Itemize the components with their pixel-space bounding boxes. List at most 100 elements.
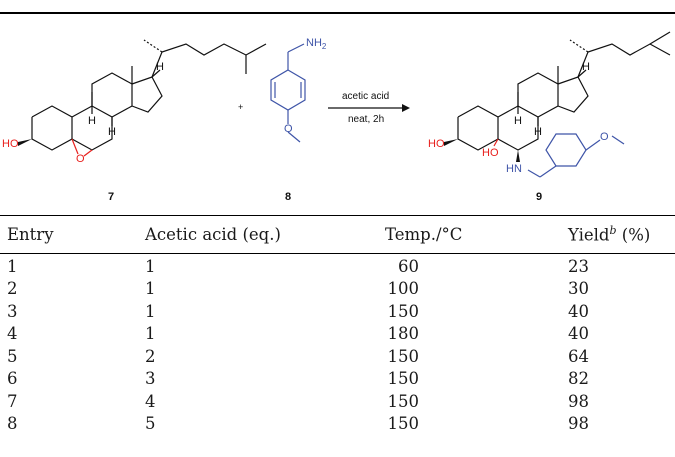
- epoxide-7: [71, 138, 93, 157]
- label-compound-8: 8: [285, 191, 291, 203]
- reaction-scheme: HO O H H H + NH2 O acetic acid neat, 2h …: [2, 31, 671, 203]
- acid-eq-cell-value: 4: [145, 391, 156, 411]
- o-label-7: O: [76, 153, 85, 165]
- acid-eq-cell: 1: [145, 251, 385, 278]
- acid-eq-cell: 5: [145, 413, 385, 436]
- temp-cell: 150: [385, 368, 568, 391]
- temp-cell-value: 150: [387, 369, 420, 389]
- amine-8-structure: [270, 43, 306, 143]
- entry-cell-value: 5: [7, 346, 18, 366]
- temp-cell-value: 150: [387, 346, 420, 366]
- temp-cell-value: 150: [387, 301, 420, 321]
- table-row: 1 1 60 23: [0, 251, 675, 278]
- o-label-8: O: [284, 123, 293, 135]
- header-temp: Temp./°C: [385, 225, 463, 244]
- yield-cell: 98: [568, 413, 675, 436]
- temp-cell-value: 180: [387, 324, 420, 344]
- header-yield: Yieldb (%): [568, 224, 651, 245]
- yield-cell-value: 40: [568, 324, 589, 344]
- temp-cell: 100: [385, 278, 568, 301]
- temp-cell: 60: [385, 251, 568, 278]
- ho-label-9b: HO: [482, 147, 499, 159]
- ho-label-9: HO: [428, 138, 445, 150]
- yield-cell: 30: [568, 278, 675, 301]
- header-acid: Acetic acid (eq.): [145, 225, 281, 244]
- entry-cell: 3: [0, 300, 145, 323]
- yield-cell-value: 98: [568, 414, 589, 434]
- header-top-rule: [0, 215, 675, 216]
- plus-sign: +: [238, 102, 243, 112]
- table-row: 5 2 150 64: [0, 345, 675, 368]
- yield-cell-value: 40: [568, 301, 589, 321]
- results-table: Entry Acetic acid (eq.) Temp./°C Yieldb …: [0, 218, 675, 435]
- table-header-row: Entry Acetic acid (eq.) Temp./°C Yieldb …: [0, 218, 675, 251]
- label-compound-7: 7: [108, 191, 114, 203]
- top-rule: [0, 12, 675, 14]
- yield-cell: 40: [568, 323, 675, 346]
- entry-cell-value: 6: [7, 369, 18, 389]
- temp-cell: 150: [385, 300, 568, 323]
- acid-eq-cell: 3: [145, 368, 385, 391]
- temp-cell: 180: [385, 323, 568, 346]
- reagent-line1: acetic acid: [342, 91, 389, 102]
- entry-cell-value: 3: [7, 301, 18, 321]
- table-row: 3 1 150 40: [0, 300, 675, 323]
- header-bottom-rule: [0, 253, 675, 254]
- entry-cell: 5: [0, 345, 145, 368]
- temp-cell: 150: [385, 390, 568, 413]
- yield-cell-value: 64: [568, 346, 589, 366]
- entry-cell-value: 7: [7, 391, 18, 411]
- h-label-9b: H: [514, 115, 522, 127]
- h-label-9a: H: [582, 61, 590, 73]
- yield-cell: 40: [568, 300, 675, 323]
- steroid-7-skeleton: [31, 39, 267, 151]
- nh2-label-8: NH2: [306, 37, 327, 51]
- h-label-7a: H: [156, 61, 164, 73]
- header-entry: Entry: [7, 225, 54, 244]
- hn-label-9: HN: [506, 163, 522, 175]
- temp-cell-value: 150: [387, 391, 420, 411]
- temp-cell: 150: [385, 413, 568, 436]
- acid-eq-cell: 1: [145, 278, 385, 301]
- entry-cell-value: 1: [7, 256, 18, 276]
- entry-cell-value: 4: [7, 324, 18, 344]
- h-label-7c: H: [108, 126, 116, 138]
- yield-cell: 82: [568, 368, 675, 391]
- yield-cell-value: 98: [568, 391, 589, 411]
- entry-cell: 8: [0, 413, 145, 436]
- acid-eq-cell-value: 2: [145, 346, 156, 366]
- acid-eq-cell-value: 1: [145, 256, 156, 276]
- label-compound-9: 9: [536, 191, 542, 203]
- acid-eq-cell-value: 1: [145, 301, 156, 321]
- acid-eq-cell-value: 1: [145, 279, 156, 299]
- yield-cell: 64: [568, 345, 675, 368]
- table-row: 4 1 180 40: [0, 323, 675, 346]
- acid-eq-cell: 1: [145, 323, 385, 346]
- entry-cell: 6: [0, 368, 145, 391]
- temp-cell: 150: [385, 345, 568, 368]
- temp-cell-value: 150: [387, 414, 420, 434]
- entry-cell: 4: [0, 323, 145, 346]
- entry-cell-value: 8: [7, 414, 18, 434]
- acid-eq-cell: 4: [145, 390, 385, 413]
- h-label-7b: H: [88, 115, 96, 127]
- acid-eq-cell: 2: [145, 345, 385, 368]
- entry-cell: 1: [0, 251, 145, 278]
- yield-cell-value: 82: [568, 369, 589, 389]
- table-row: 7 4 150 98: [0, 390, 675, 413]
- yield-cell: 98: [568, 390, 675, 413]
- entry-cell: 2: [0, 278, 145, 301]
- ho-label-7: HO: [2, 138, 19, 150]
- yield-cell: 23: [568, 251, 675, 278]
- entry-cell: 7: [0, 390, 145, 413]
- h-label-9c: H: [534, 126, 542, 138]
- o-label-9: O: [600, 131, 609, 143]
- temp-cell-value: 60: [398, 256, 419, 276]
- acid-eq-cell-value: 1: [145, 324, 156, 344]
- arrow-head: [402, 104, 410, 112]
- steroid-9-skeleton: [457, 31, 671, 151]
- oh-wedge-7: [18, 139, 32, 146]
- amine-9-substituent: [527, 133, 625, 178]
